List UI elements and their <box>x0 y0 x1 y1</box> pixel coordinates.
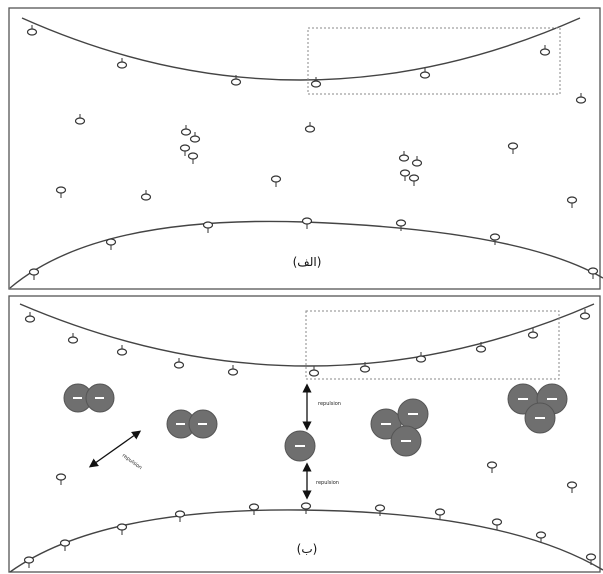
droplets <box>63 383 568 462</box>
panel-bottom: repulsion repulsion repulsion (ب) <box>8 295 603 573</box>
upper-surface-curve <box>19 303 595 367</box>
single-droplet-center <box>284 430 316 462</box>
droplet-cluster-right-center <box>370 398 429 457</box>
repulsion-label-diagonal: repulsion <box>121 453 143 471</box>
micelle-cluster-left <box>179 124 201 165</box>
droplet-pair-center-left <box>166 409 218 439</box>
lower-surface-curve <box>9 509 603 573</box>
panel-bottom-label: (ب) <box>297 542 318 556</box>
free-molecules-top <box>55 92 587 209</box>
panel-bottom-frame <box>8 295 601 573</box>
zoom-region-box <box>305 310 560 380</box>
repulsion-arrows <box>88 383 312 500</box>
surfactant-molecules-lower <box>23 502 597 569</box>
repulsion-arrow-diagonal <box>88 430 142 468</box>
repulsion-label-lower: repulsion <box>316 480 339 486</box>
droplet-cluster-right <box>507 383 568 434</box>
micelle-cluster-right <box>398 150 423 187</box>
surfactant-molecules-upper <box>26 24 551 88</box>
panel-top: (الف) <box>8 7 603 290</box>
panel-top-frame <box>8 7 601 290</box>
panel-top-label: (الف) <box>293 255 322 269</box>
zoom-region-box <box>307 27 561 95</box>
upper-surface-curve <box>21 17 581 81</box>
surfactant-molecules-lower <box>28 217 599 281</box>
droplet-pair-left <box>63 383 115 413</box>
repulsion-label-upper: repulsion <box>318 401 341 407</box>
